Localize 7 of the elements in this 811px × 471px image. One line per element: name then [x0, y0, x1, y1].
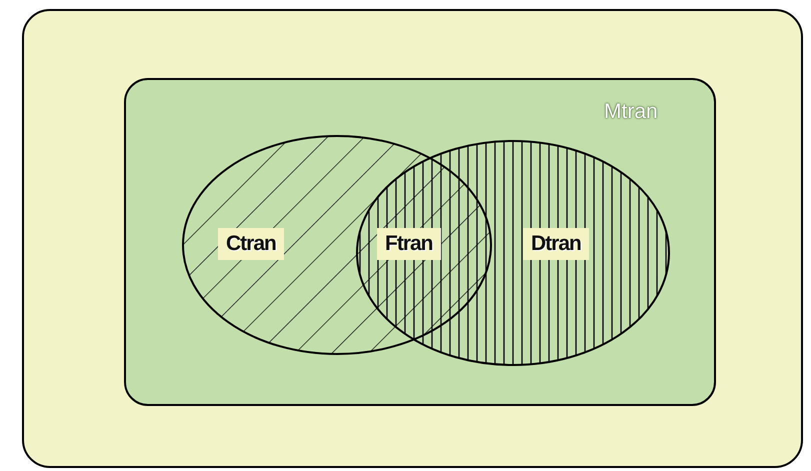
intersection-label: Ftran — [377, 228, 440, 260]
set-label: Dtran — [523, 228, 589, 260]
set-label: Ctran — [218, 228, 284, 260]
set-ellipse — [356, 140, 670, 366]
outer-panel — [22, 9, 803, 468]
set-title: Mtran — [604, 100, 658, 124]
set-panel — [124, 78, 716, 406]
